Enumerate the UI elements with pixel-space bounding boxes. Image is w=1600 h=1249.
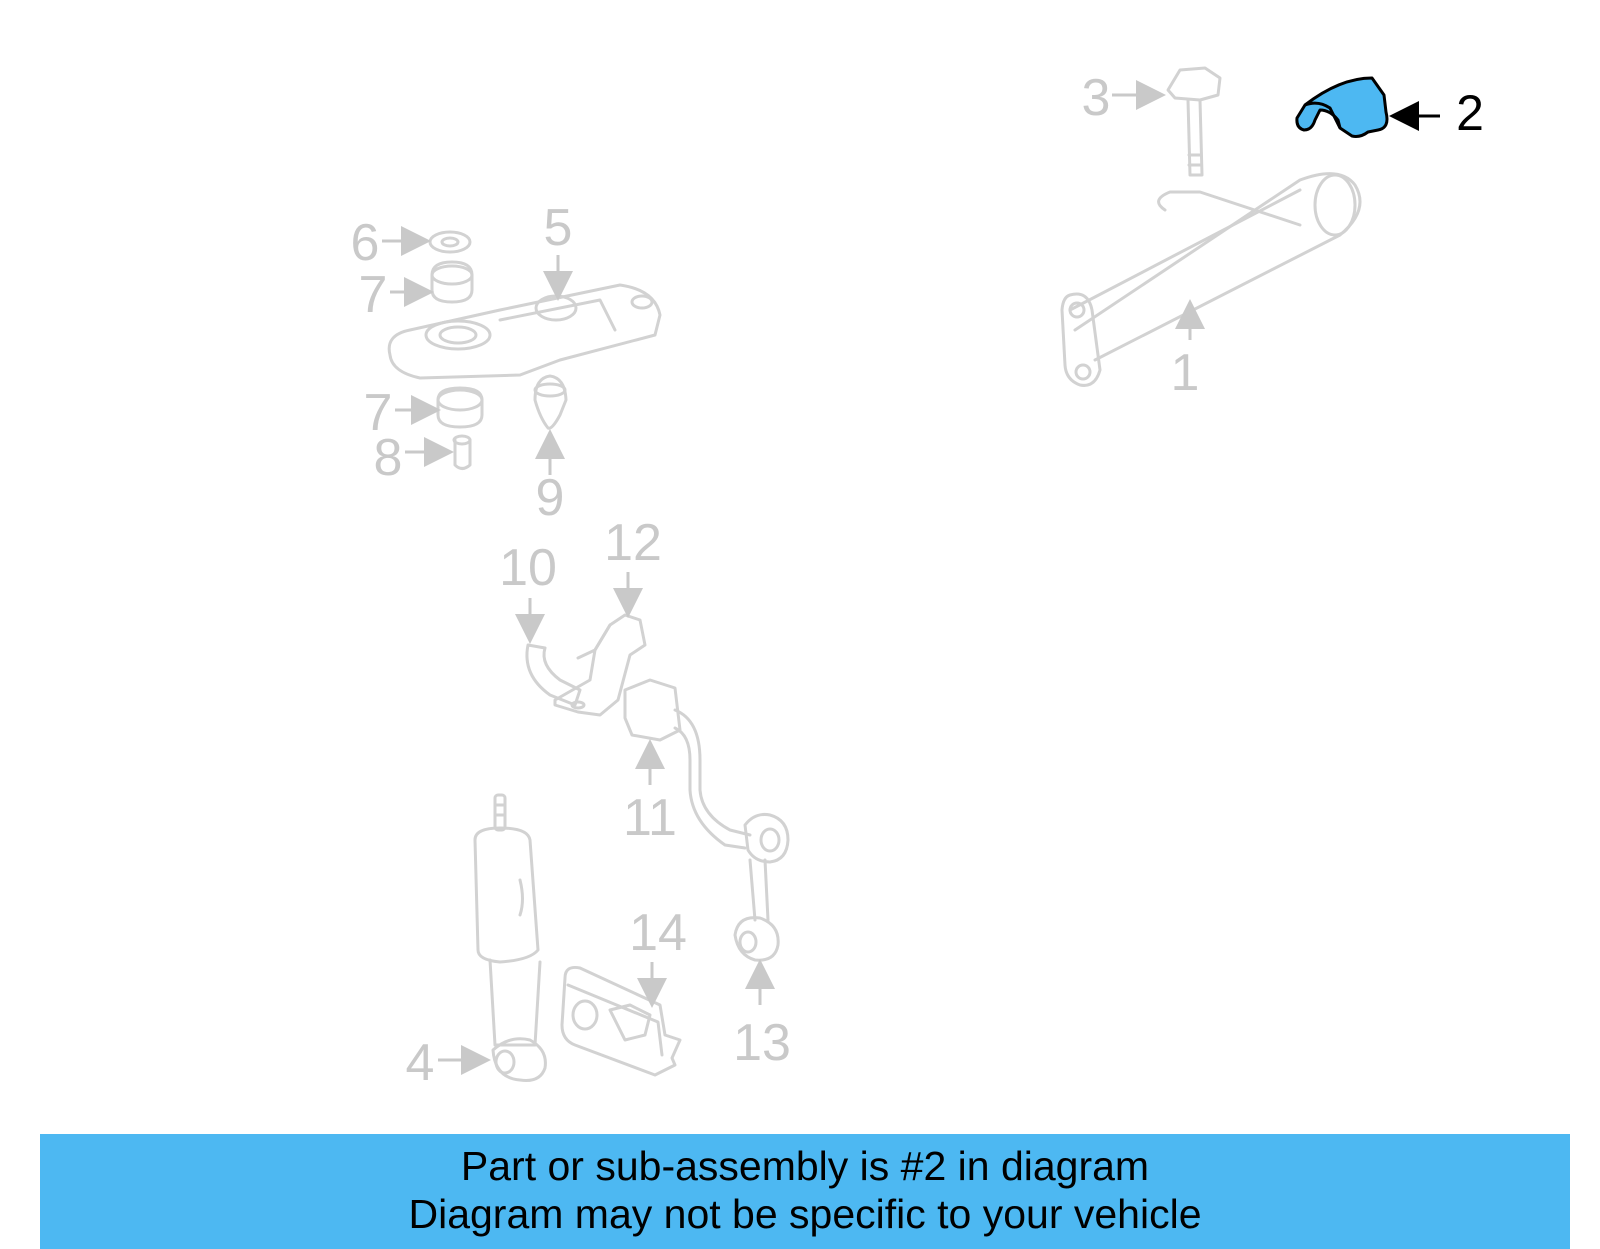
callout-6: 6 bbox=[351, 214, 380, 272]
part-4-shock-absorber[interactable] bbox=[473, 793, 547, 1082]
part-5-mount-plate[interactable] bbox=[387, 283, 662, 380]
part-7-lower-bushing[interactable] bbox=[436, 386, 484, 429]
part-7-upper-bushing[interactable] bbox=[430, 260, 474, 304]
callout-14: 14 bbox=[629, 904, 687, 962]
part-3-bolt[interactable] bbox=[1166, 66, 1222, 177]
callout-1: 1 bbox=[1171, 344, 1200, 402]
part-10-bushing[interactable] bbox=[525, 643, 582, 707]
callout-8: 8 bbox=[374, 429, 403, 487]
part-14-plate[interactable] bbox=[560, 966, 682, 1077]
callout-7-lower: 7 bbox=[364, 384, 393, 442]
callout-7-upper: 7 bbox=[359, 266, 388, 324]
callout-11: 11 bbox=[623, 789, 677, 847]
banner-line-2: Diagram may not be specific to your vehi… bbox=[408, 1191, 1202, 1237]
info-banner: Part or sub-assembly is #2 in diagram Di… bbox=[40, 1134, 1570, 1249]
callout-10: 10 bbox=[499, 539, 557, 597]
part-2-bracket-highlighted[interactable] bbox=[1295, 76, 1389, 138]
part-11-link[interactable] bbox=[623, 678, 790, 864]
part-6-washer[interactable] bbox=[428, 230, 472, 254]
callout-5: 5 bbox=[544, 199, 573, 257]
part-8-sleeve[interactable] bbox=[452, 434, 472, 470]
part-13-end-link[interactable] bbox=[733, 858, 780, 962]
callout-3: 3 bbox=[1082, 69, 1111, 127]
callout-13: 13 bbox=[733, 1014, 791, 1072]
banner-line-1: Part or sub-assembly is #2 in diagram bbox=[460, 1143, 1150, 1189]
callout-12: 12 bbox=[604, 514, 662, 572]
part-9-bump-stop[interactable] bbox=[533, 374, 568, 430]
callout-2: 2 bbox=[1456, 85, 1484, 141]
part-1-bar[interactable] bbox=[1060, 172, 1362, 387]
part-12-clamp-bracket[interactable] bbox=[553, 613, 647, 717]
callout-9: 9 bbox=[536, 469, 565, 527]
callout-4: 4 bbox=[406, 1034, 435, 1092]
